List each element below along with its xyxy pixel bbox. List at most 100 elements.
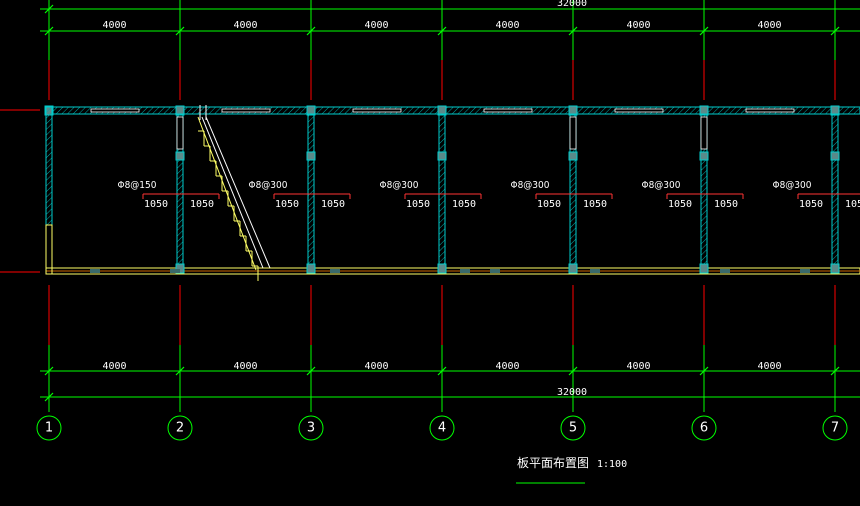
column — [830, 263, 840, 274]
overall-dimension-text: 32000 — [557, 387, 587, 398]
dimension-tick — [699, 366, 709, 376]
dimension-tick — [44, 366, 54, 376]
column — [699, 263, 709, 274]
dimension-tick — [830, 366, 840, 376]
rebar-extension-right: 1050 — [452, 199, 476, 210]
rebar-extension-right: 1050 — [321, 199, 345, 210]
left-wall — [45, 106, 53, 226]
wall-block — [90, 269, 100, 273]
dimension-tick — [830, 26, 840, 36]
grid-bubble — [167, 415, 193, 441]
bay-dimension-text: 4000 — [233, 361, 257, 372]
window — [221, 108, 271, 113]
partition-wall — [438, 113, 446, 269]
bay-dimension-text: 4000 — [364, 20, 388, 31]
grid-label-6: 6 — [700, 421, 708, 436]
column — [437, 151, 447, 161]
slab-rebar-label: Φ8@150 — [118, 180, 157, 191]
left-wall-lower — [45, 224, 53, 275]
door-opening — [569, 116, 577, 150]
column — [699, 151, 709, 161]
slab-rebar-label: Φ8@300 — [642, 180, 681, 191]
wall-block — [490, 269, 500, 273]
bay-dimension-text: 4000 — [364, 361, 388, 372]
overall-dimension-text: 32000 — [557, 0, 587, 9]
bay-dimension-text: 4000 — [626, 361, 650, 372]
wall-block — [590, 269, 600, 273]
rebar-extension-left: 1050 — [144, 199, 168, 210]
grid-label-5: 5 — [569, 421, 577, 436]
column — [306, 263, 316, 274]
bay-dimension-text: 4000 — [495, 20, 519, 31]
window — [614, 108, 664, 113]
grid-label-7: 7 — [831, 421, 839, 436]
wall-block — [460, 269, 470, 273]
grid-label-2: 2 — [176, 421, 184, 436]
wall-block — [800, 269, 810, 273]
bay-dimension-text: 4000 — [757, 361, 781, 372]
rebar-extension-left: 1050 — [537, 199, 561, 210]
dimension-tick — [44, 392, 54, 402]
slab-rebar-label: Φ8@300 — [380, 180, 419, 191]
window — [483, 108, 533, 113]
rebar-extension-left: 1050 — [799, 199, 823, 210]
grid-bubble — [560, 415, 586, 441]
dimension-tick — [568, 26, 578, 36]
grid-bubble — [298, 415, 324, 441]
drawing-scale: 1:100 — [597, 459, 627, 470]
column — [568, 263, 578, 274]
column — [568, 151, 578, 161]
bay-dimension-text: 4000 — [102, 20, 126, 31]
rebar-extension-left: 1050 — [406, 199, 430, 210]
window — [745, 108, 795, 113]
slab-rebar-label: Φ8@300 — [773, 180, 812, 191]
rebar-extension-right: 1050 — [583, 199, 607, 210]
wall-block — [720, 269, 730, 273]
rebar-extension-right: 1050 — [190, 199, 214, 210]
bay-dimension-text: 4000 — [626, 20, 650, 31]
dimension-tick — [437, 366, 447, 376]
dimension-tick — [306, 366, 316, 376]
stair — [197, 105, 271, 281]
rebar-extension-right: 1050 — [845, 199, 860, 210]
dimension-lines: 32000 4000 4000 4000 4000 4000 4000 4000 4000 400… — [40, 0, 860, 402]
column — [306, 151, 316, 161]
slab-rebar: Φ8@150 1050 1050 Φ8@300 1050 1050 Φ8@300 1050 10… — [118, 180, 860, 210]
dimension-tick — [175, 366, 185, 376]
walls — [44, 105, 860, 275]
partition-wall — [831, 113, 839, 269]
rebar-extension-left: 1050 — [668, 199, 692, 210]
rebar-extension-right: 1050 — [714, 199, 738, 210]
dimension-tick — [568, 366, 578, 376]
door-opening — [700, 116, 708, 150]
grid-bubble — [36, 415, 62, 441]
dimension-tick — [175, 26, 185, 36]
column — [437, 263, 447, 274]
bay-dimension-text: 4000 — [757, 20, 781, 31]
partition-wall — [307, 113, 315, 269]
dimension-tick — [306, 26, 316, 36]
stair-handrail — [205, 116, 271, 269]
window — [352, 108, 402, 113]
grid-bubble — [429, 415, 455, 441]
slab-rebar-label: Φ8@300 — [249, 180, 288, 191]
title-block: 板平面布置图 1:100 — [516, 456, 627, 484]
door-opening — [176, 116, 184, 150]
stair-handrail — [201, 116, 264, 269]
rebar-extension-left: 1050 — [275, 199, 299, 210]
wall-block — [170, 269, 180, 273]
drawing-title: 板平面布置图 — [517, 456, 589, 470]
bay-dimension-text: 4000 — [102, 361, 126, 372]
dimension-tick — [699, 26, 709, 36]
top-wall — [45, 106, 860, 115]
axis-lines — [0, 0, 836, 412]
dimension-tick — [44, 4, 54, 14]
grid-label-1: 1 — [45, 421, 53, 436]
grid-bubble — [691, 415, 717, 441]
grid-label-3: 3 — [307, 421, 315, 436]
column — [830, 151, 840, 161]
dimension-tick — [44, 26, 54, 36]
wall-block — [330, 269, 340, 273]
